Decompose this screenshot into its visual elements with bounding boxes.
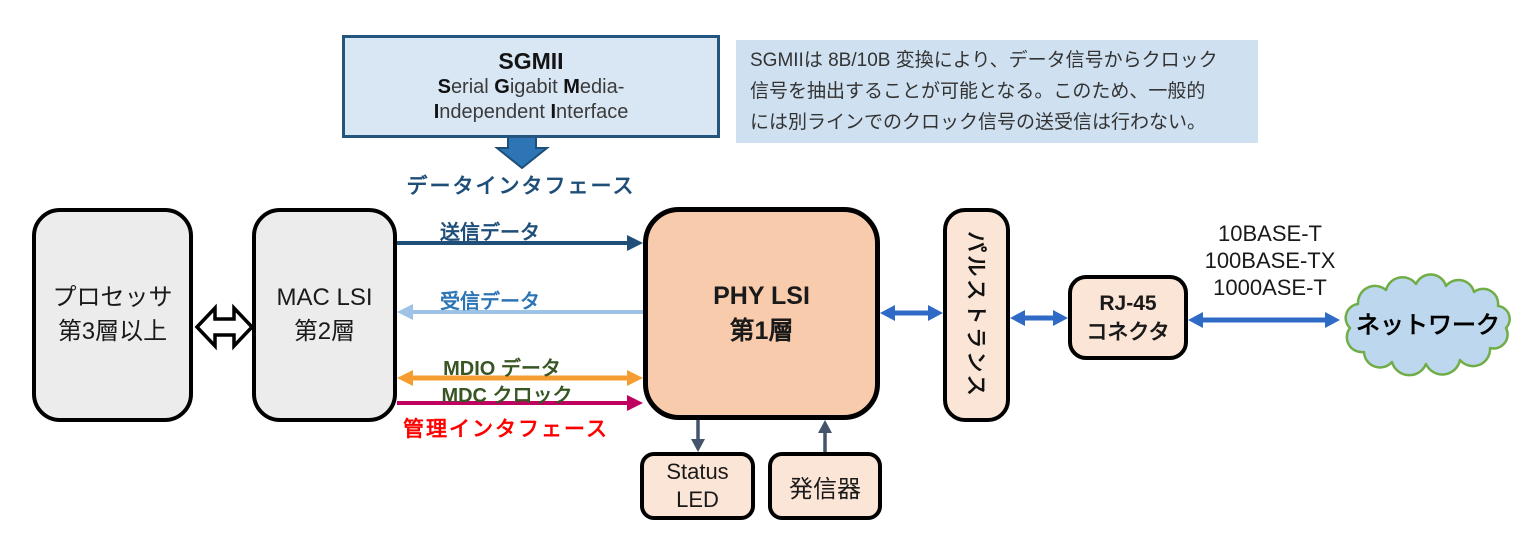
rj45-network-arrow: [1188, 312, 1340, 328]
mdio-data-label: MDIO データ: [443, 358, 561, 380]
sgmii-sub-text: igabit: [509, 76, 564, 98]
oscillator-box: 発信器: [768, 452, 882, 520]
rj45-label-line2: コネクタ: [1086, 320, 1170, 344]
pulse-transformer-box: パルストランス: [943, 208, 1010, 422]
sgmii-title-box: SGMII Serial Gigabit Media- Independent …: [342, 35, 720, 138]
sgmii-sub-initial: M: [563, 76, 580, 98]
data-interface-label: データインタフェース: [406, 175, 636, 198]
sgmii-sub-initial: I: [550, 101, 557, 123]
sgmii-sub-initial: G: [494, 76, 510, 98]
ethernet-10base-t: 10BASE-T: [1218, 221, 1322, 246]
mac-lsi-box: MAC LSI 第2層: [252, 208, 397, 422]
note-line1: SGMIIは 8B/10B 変換により、データ信号からクロック: [750, 50, 1218, 71]
processor-box: プロセッサ 第3層以上: [32, 208, 193, 422]
rj45-connector-box: RJ-45 コネクタ: [1068, 275, 1188, 360]
sgmii-sub-initial: S: [437, 76, 451, 98]
tx-data-label: 送信データ: [440, 222, 540, 244]
oscillator-phy-arrow: [818, 420, 832, 452]
mac-label-line2: 第2層: [293, 318, 356, 345]
phy-statusled-arrow: [691, 420, 705, 452]
network-cloud: [1344, 273, 1511, 377]
status-led-label-line1: Status: [666, 459, 729, 484]
network-cloud-label: ネットワーク: [1356, 312, 1500, 339]
processor-label-line1: プロセッサ: [52, 284, 173, 311]
note-line3: には別ラインでのクロック信号の送受信は行わない。: [750, 112, 1207, 133]
sgmii-title: SGMII: [498, 48, 564, 74]
mdc-clock-label: MDC クロック: [441, 385, 573, 407]
pulse-rj45-arrow: [1010, 310, 1068, 326]
phy-label-line2: 第1層: [729, 316, 794, 345]
tx-data-arrow: [397, 235, 643, 251]
status-led-label-line2: LED: [676, 487, 719, 512]
mdio-data-arrow: [397, 370, 643, 386]
sgmii-subtitle-line2: Independent Interface: [434, 100, 629, 125]
sgmii-subtitle-line1: Serial Gigabit Media-: [438, 75, 625, 100]
phy-label-line1: PHY LSI: [713, 281, 810, 310]
sgmii-down-block-arrow-icon: [494, 135, 550, 170]
sgmii-sub-initial: I: [433, 101, 440, 123]
processor-label-line2: 第3層以上: [57, 318, 168, 345]
ethernet-100base-tx: 100BASE-TX: [1204, 248, 1336, 273]
rx-data-arrow: [397, 304, 643, 320]
cloud-shape-icon: [1344, 273, 1511, 377]
phy-pulse-arrow: [880, 305, 943, 321]
pulse-transformer-label: パルストランス: [963, 231, 987, 399]
processor-mac-double-arrow-icon: [194, 303, 255, 351]
ethernet-standards-label: 10BASE-T 100BASE-TX 1000ASE-T: [1192, 220, 1348, 301]
rx-data-label: 受信データ: [440, 291, 540, 313]
management-interface-label: 管理インタフェース: [403, 418, 609, 441]
status-led-box: Status LED: [640, 452, 755, 520]
sgmii-sub-text: edia-: [579, 76, 625, 98]
ethernet-1000ase-t: 1000ASE-T: [1213, 275, 1327, 300]
rj45-label-line1: RJ-45: [1099, 291, 1157, 315]
sgmii-note-box: SGMIIは 8B/10B 変換により、データ信号からクロック 信号を抽出するこ…: [736, 40, 1258, 143]
mdc-clock-arrow: [397, 395, 643, 411]
sgmii-sub-text: nterface: [556, 101, 629, 123]
note-line2: 信号を抽出することが可能となる。このため、一般的: [750, 81, 1206, 102]
phy-lsi-box: PHY LSI 第1層: [643, 207, 880, 420]
oscillator-label: 発信器: [789, 475, 861, 503]
mac-label-line1: MAC LSI: [276, 284, 373, 311]
sgmii-sub-text: erial: [450, 76, 495, 98]
sgmii-sub-text: ndependent: [439, 101, 551, 123]
